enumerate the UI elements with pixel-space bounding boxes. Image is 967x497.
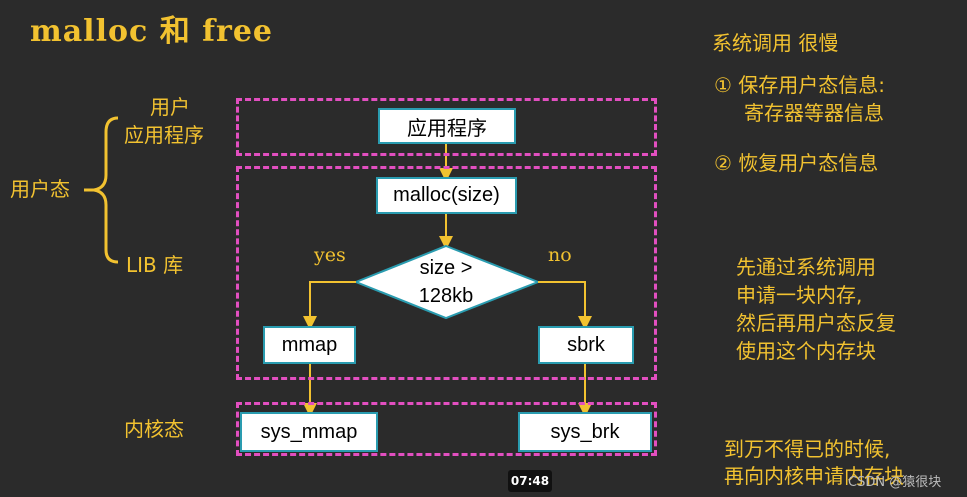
- tip1-line-3: 然后再用户态反复: [736, 311, 896, 335]
- app-node: 应用程序: [378, 108, 516, 144]
- tip2-line-1: 到万不得已的时候,: [724, 437, 891, 461]
- user-app-label-2: 应用程序: [124, 123, 204, 147]
- decision-text: size > 128kb: [396, 254, 496, 310]
- user-app-label: 用户: [150, 95, 190, 119]
- arrow-no: [538, 281, 592, 330]
- user-app-region: [236, 98, 657, 156]
- decision-line-1: size >: [419, 257, 473, 279]
- decision-diamond: [353, 244, 541, 320]
- lib-label: LIB 库: [126, 253, 184, 277]
- page-title: malloc 和 free: [30, 14, 274, 49]
- syscall-note: 系统调用 很慢: [712, 31, 839, 55]
- kernel-region: [236, 402, 657, 456]
- arrow-yes: [303, 281, 356, 330]
- no-label: no: [548, 244, 572, 266]
- tip1-line-1: 先通过系统调用: [736, 255, 876, 279]
- user-mode-label: 用户态: [10, 177, 70, 201]
- decision-line-2: 128kb: [418, 285, 474, 307]
- user-mode-brace: [93, 116, 119, 264]
- kernel-mode-label: 内核态: [124, 417, 184, 441]
- sys-brk-node: sys_brk: [518, 412, 652, 452]
- tip1-line-2: 申请一块内存,: [736, 283, 863, 307]
- sys-mmap-node: sys_mmap: [240, 412, 378, 452]
- step1-note: ① 保存用户态信息:: [714, 73, 886, 97]
- watermark: CSDN @猿很块: [848, 475, 942, 490]
- malloc-node: malloc(size): [376, 177, 517, 214]
- step1-note-2: 寄存器等器信息: [744, 101, 884, 125]
- yes-label: yes: [314, 244, 346, 266]
- mmap-node: mmap: [263, 326, 356, 364]
- tip1-line-4: 使用这个内存块: [736, 339, 876, 363]
- step2-note: ② 恢复用户态信息: [714, 151, 879, 175]
- tip2-line-2: 再向内核申请内存块: [724, 464, 904, 488]
- sbrk-node: sbrk: [538, 326, 634, 364]
- lib-region: [236, 166, 657, 380]
- video-timestamp: 07:48: [508, 470, 552, 492]
